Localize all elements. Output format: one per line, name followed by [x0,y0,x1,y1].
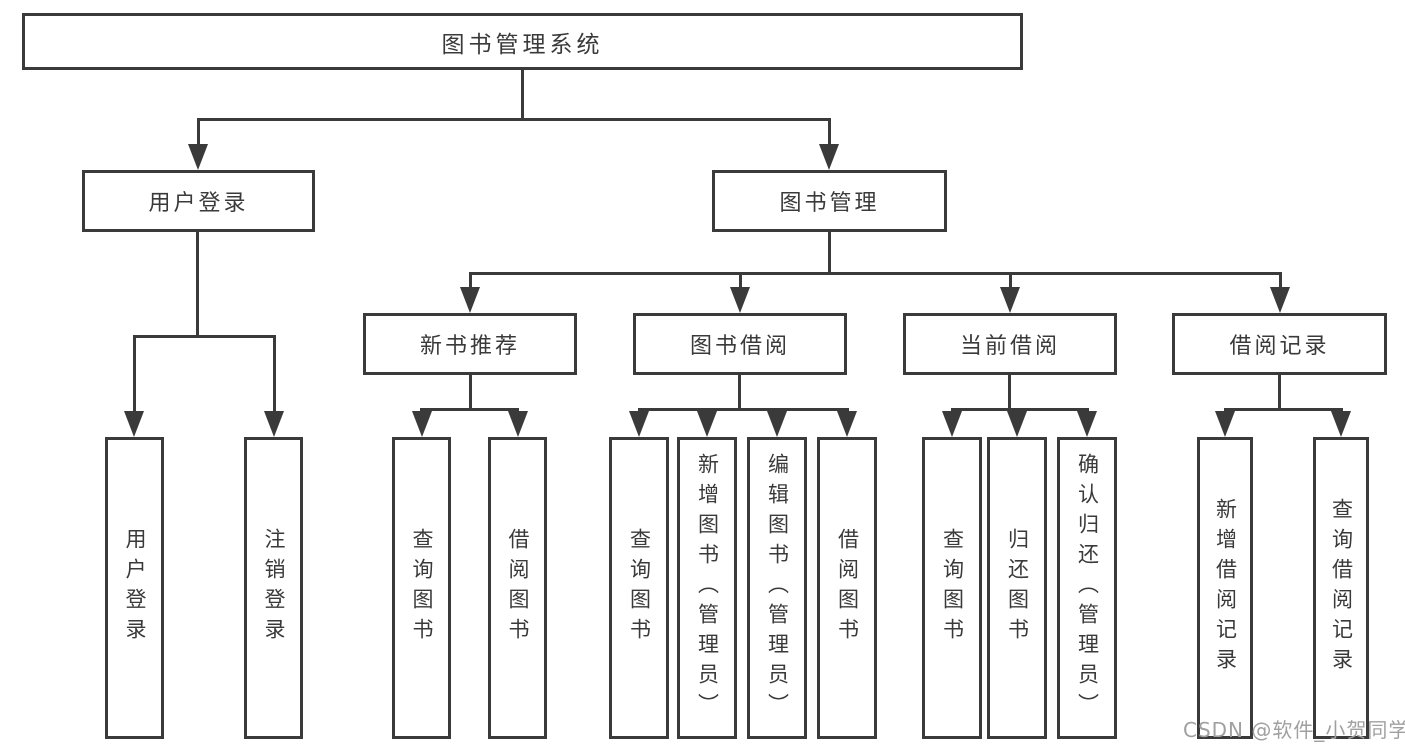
connector-line [738,375,741,408]
arrow-down-icon [460,287,480,313]
connector-line [469,272,1282,275]
node-user-login: 用户登录 [82,170,315,232]
leaf-user-login: 用户登录 [105,437,164,739]
node-label: 注销登录 [262,528,286,648]
node-label: 新增借阅记录 [1213,498,1238,678]
leaf-add-borrow-record: 新增借阅记录 [1197,437,1253,739]
arrow-down-icon [508,411,528,437]
connector-line [196,232,199,335]
node-book-management: 图书管理 [712,170,947,232]
connector-line [1008,375,1011,408]
arrow-down-icon [1007,411,1027,437]
arrow-down-icon [1270,287,1290,313]
arrow-down-icon [124,411,144,437]
connector-line [1224,408,1343,411]
node-label: 查询图书 [410,528,434,648]
arrow-down-icon [1077,411,1097,437]
connector-line [828,232,831,272]
connector-line [273,335,276,413]
node-book-borrowing: 图书借阅 [633,313,847,375]
node-label: 用户登录 [148,191,249,216]
connector-line [1279,272,1282,290]
leaf-confirm-return-admin: 确认归还（管理员） [1057,437,1117,739]
arrow-down-icon [697,411,717,437]
connector-line [197,118,831,121]
node-label: 查询借阅记录 [1329,498,1354,678]
node-label: 图书借阅 [689,334,790,359]
node-label: 查询图书 [940,528,965,648]
connector-line [951,408,1089,411]
node-label: 借阅图书 [506,528,530,648]
connector-line [521,70,524,118]
arrow-down-icon [1331,411,1351,437]
node-label: 确认归还（管理员） [1075,453,1100,723]
leaf-recommend-query-book: 查询图书 [392,437,451,739]
leaf-add-book-admin: 新增图书（管理员） [677,437,737,739]
arrow-down-icon [942,411,962,437]
node-label: 新增图书（管理员） [695,453,720,723]
node-label: 借阅记录 [1229,334,1330,359]
connector-line [420,408,519,411]
connector-line [828,118,831,148]
arrow-down-icon [1000,287,1020,313]
connector-line [739,272,742,290]
connector-line [197,118,200,148]
connector-line [1278,375,1281,408]
node-current-borrowing: 当前借阅 [903,313,1117,375]
arrow-down-icon [819,144,839,170]
node-new-book-recommend: 新书推荐 [363,313,577,375]
arrow-down-icon [629,411,649,437]
arrow-down-icon [730,287,750,313]
connector-line [638,408,849,411]
node-label: 归还图书 [1005,528,1030,648]
arrow-down-icon [767,411,787,437]
node-label: 查询图书 [627,528,652,648]
node-label: 借阅图书 [835,528,860,648]
leaf-borrowing-borrow-book: 借阅图书 [817,437,877,739]
connector-line [469,272,472,290]
node-label: 当前借阅 [959,334,1060,359]
leaf-query-borrow-record: 查询借阅记录 [1313,437,1369,739]
connector-line [1009,272,1012,290]
arrow-down-icon [188,144,208,170]
arrow-down-icon [412,411,432,437]
leaf-edit-book-admin: 编辑图书（管理员） [747,437,807,739]
leaf-logout: 注销登录 [244,437,303,739]
leaf-current-query-book: 查询图书 [922,437,982,739]
node-label: 图书管理系统 [441,31,604,58]
node-label: 图书管理 [779,191,880,216]
node-label: 用户登录 [123,528,147,648]
connector-line [133,335,276,338]
arrow-down-icon [837,411,857,437]
node-borrowing-records: 借阅记录 [1172,313,1387,375]
leaf-recommend-borrow-book: 借阅图书 [488,437,547,739]
arrow-down-icon [1215,411,1235,437]
connector-line [133,335,136,413]
leaf-borrowing-query-book: 查询图书 [609,437,669,739]
arrow-down-icon [264,411,284,437]
node-label: 新书推荐 [419,334,520,359]
node-library-management-system: 图书管理系统 [22,13,1023,70]
leaf-return-book: 归还图书 [987,437,1047,739]
csdn-watermark: CSDN @软件_小贺同学 [1183,718,1405,742]
node-label: 编辑图书（管理员） [765,453,790,723]
connector-line [469,375,472,408]
